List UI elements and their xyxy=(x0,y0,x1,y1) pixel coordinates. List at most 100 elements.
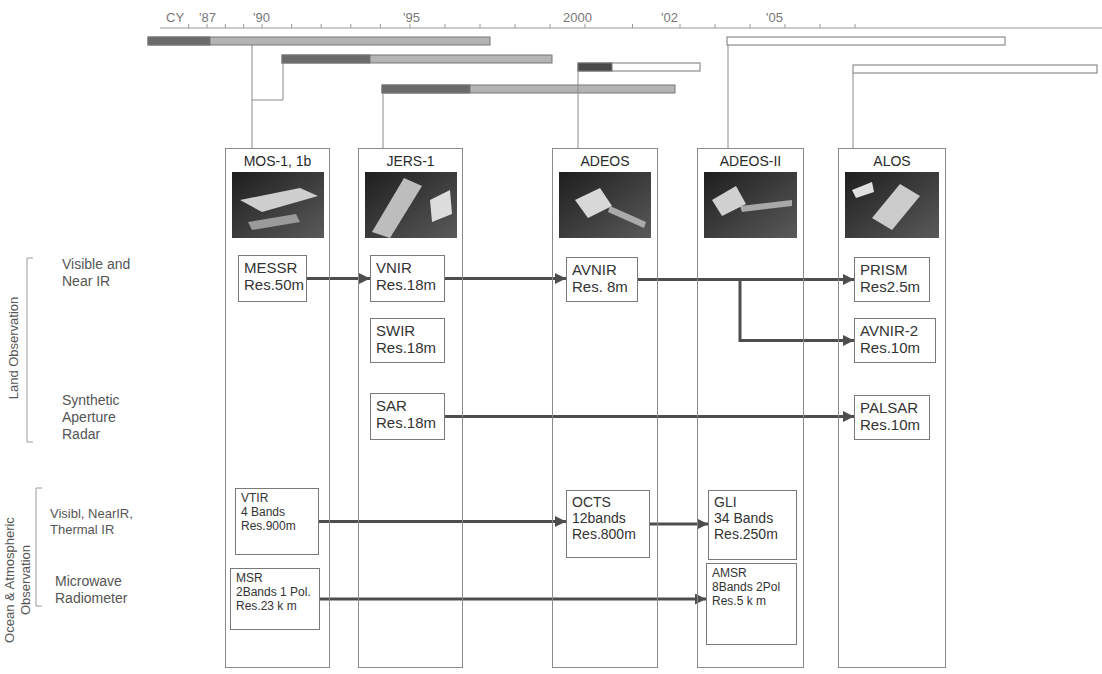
instrument-name: VTIR xyxy=(241,492,313,506)
timeline-tick xyxy=(680,24,681,28)
satellite-name: ADEOS xyxy=(553,149,657,169)
row-label: Synthetic Aperture Radar xyxy=(62,392,146,442)
satellite-column: ALOSPRISMRes2.5mAVNIR-2Res.10mPALSARRes.… xyxy=(838,148,946,668)
satellite-photo xyxy=(372,178,422,238)
timeline-tick xyxy=(350,24,351,28)
lifetime-bar xyxy=(382,85,470,93)
timeline-tick xyxy=(380,24,381,28)
instrument-box: AVNIR-2Res.10m xyxy=(854,318,936,363)
timeline-tick xyxy=(550,24,551,28)
timeline-tick xyxy=(225,24,226,28)
bar-leader xyxy=(252,63,283,100)
instrument-spec: Res.50m xyxy=(244,276,301,293)
satellite-photo xyxy=(365,172,457,238)
satellite-column: MOS-1, 1b MESSRRes.50mVTIR4 Bands Res.900… xyxy=(225,148,330,668)
instrument-name: MSR xyxy=(236,572,314,586)
instrument-name: VNIR xyxy=(376,259,439,276)
group-label: Ocean & Atmospheric Observation xyxy=(2,500,33,660)
lifetime-bar xyxy=(148,37,490,45)
instrument-box: AVNIRRes. 8m xyxy=(566,257,638,302)
satellite-name: ADEOS-II xyxy=(698,149,803,169)
instrument-spec: Res.18m xyxy=(376,339,439,356)
satellite-photo xyxy=(872,184,920,230)
instrument-box: PALSARRes.10m xyxy=(854,395,930,440)
instrument-spec: Res.18m xyxy=(376,276,439,293)
timeline-year: '95 xyxy=(403,10,420,26)
instrument-spec: 2Bands 1 Pol. Res.23 k m xyxy=(236,586,314,614)
lifetime-bar xyxy=(282,55,552,63)
satellite-photo xyxy=(240,188,318,212)
timeline-axis xyxy=(160,28,1102,29)
group-bracket xyxy=(27,258,33,442)
group-label: Land Observation xyxy=(6,263,22,433)
timeline-tick xyxy=(750,24,751,28)
timeline-year: '87 xyxy=(199,10,216,26)
instrument-spec: 8Bands 2Pol Res.5 k m xyxy=(712,581,791,609)
lifetime-bar xyxy=(282,55,370,63)
bar-leader xyxy=(252,45,253,148)
instrument-name: GLI xyxy=(714,494,791,510)
timeline-tick xyxy=(785,24,786,28)
lifetime-bar xyxy=(578,63,700,71)
instrument-spec: 34 Bands Res.250m xyxy=(714,510,791,542)
row-label: Microwave Radiometer xyxy=(55,573,150,607)
timeline-tick xyxy=(321,24,322,28)
satellite-photo xyxy=(712,186,746,216)
lifetime-bar xyxy=(853,65,1097,73)
satellite-photo xyxy=(852,182,874,198)
instrument-box: GLI34 Bands Res.250m xyxy=(708,490,797,560)
evolution-arrow xyxy=(650,523,708,526)
instrument-box: MSR2Bands 1 Pol. Res.23 k m xyxy=(230,568,320,630)
instrument-name: SWIR xyxy=(376,322,439,339)
bar-leader xyxy=(578,71,579,148)
instrument-box: AMSR8Bands 2Pol Res.5 k m xyxy=(706,563,797,645)
instrument-name: PRISM xyxy=(860,261,924,278)
timeline-year: '02 xyxy=(661,10,678,26)
instrument-name: PALSAR xyxy=(860,399,924,416)
instrument-box: SWIRRes.18m xyxy=(370,318,445,363)
instrument-spec: Res.10m xyxy=(860,339,930,356)
satellite-name: JERS-1 xyxy=(359,149,462,169)
group-bracket xyxy=(36,488,42,606)
evolution-arrow xyxy=(445,277,566,280)
timeline-tick xyxy=(445,24,446,28)
timeline-axis xyxy=(160,24,1102,28)
instrument-spec: 4 Bands Res.900m xyxy=(241,506,313,534)
instrument-spec: Res.18m xyxy=(376,414,439,431)
instrument-box: VNIRRes.18m xyxy=(370,255,445,302)
satellite-name: MOS-1, 1b xyxy=(226,149,329,169)
satellite-photo xyxy=(232,172,939,238)
timeline-year: '05 xyxy=(766,10,783,26)
instrument-box: MESSRRes.50m xyxy=(238,255,307,302)
evolution-arrow xyxy=(638,280,854,341)
evolution-arrow xyxy=(445,415,854,418)
satellite-photo xyxy=(608,206,646,228)
instrument-box: VTIR4 Bands Res.900m xyxy=(235,488,319,555)
satellite-photo xyxy=(704,172,797,238)
timeline-tick xyxy=(243,24,244,28)
row-label: Visible and Near IR xyxy=(62,256,150,290)
timeline-year: CY xyxy=(166,10,184,26)
instrument-spec: Res.10m xyxy=(860,416,924,433)
timeline-tick xyxy=(632,24,633,28)
instrument-box: PRISMRes2.5m xyxy=(854,257,930,302)
timeline-year: 2000 xyxy=(563,10,592,26)
bar-leader xyxy=(252,45,853,148)
timeline-tick xyxy=(188,24,189,28)
bar-leader xyxy=(728,45,729,148)
satellite-name: ALOS xyxy=(839,149,945,169)
bar-leader xyxy=(853,73,854,148)
lifetime-bar xyxy=(382,85,675,93)
lifetime-bar xyxy=(148,37,1097,93)
instrument-name: AVNIR-2 xyxy=(860,322,930,339)
satellite-photo xyxy=(430,190,452,222)
lifetime-bar xyxy=(148,37,210,45)
evolution-arrow xyxy=(319,520,566,523)
instrument-box: SARRes.18m xyxy=(370,393,445,440)
instrument-name: MESSR xyxy=(244,259,301,276)
timeline-tick xyxy=(820,24,821,28)
